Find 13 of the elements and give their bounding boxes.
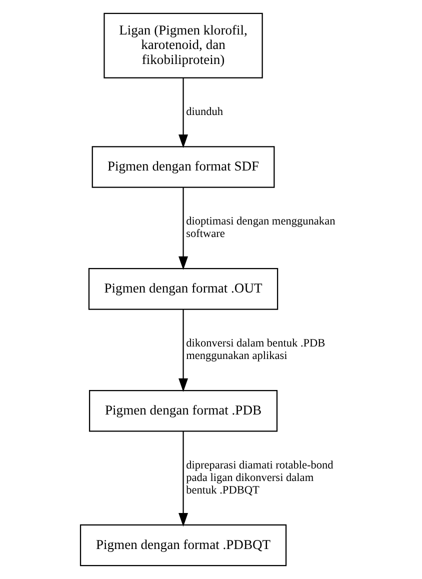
arrow	[178, 78, 188, 148]
edge-label: dipreparasi diamati rotable-bond pada ligan dikonversi dalam bentuk .PDBQT	[186, 459, 333, 496]
arrow	[178, 431, 188, 527]
node-box: Pigmen dengan format .PDB	[88, 390, 278, 432]
node-box: Pigmen dengan format .OUT	[88, 268, 278, 310]
arrow	[178, 187, 188, 270]
arrow	[178, 309, 188, 392]
edge-label: dikonversi dalam bentuk .PDB menggunakan aplikasi	[186, 338, 325, 362]
node-box: Pigmen dengan format .PDBQT	[79, 524, 286, 566]
edge-label: diunduh	[186, 106, 223, 118]
node-box: Ligan (Pigmen klorofil, karotenoid, dan fikobiliprotein)	[103, 12, 262, 78]
node-box: Pigmen dengan format SDF	[91, 146, 274, 188]
edge-label: dioptimasi dengan menggunakan software	[186, 216, 335, 240]
